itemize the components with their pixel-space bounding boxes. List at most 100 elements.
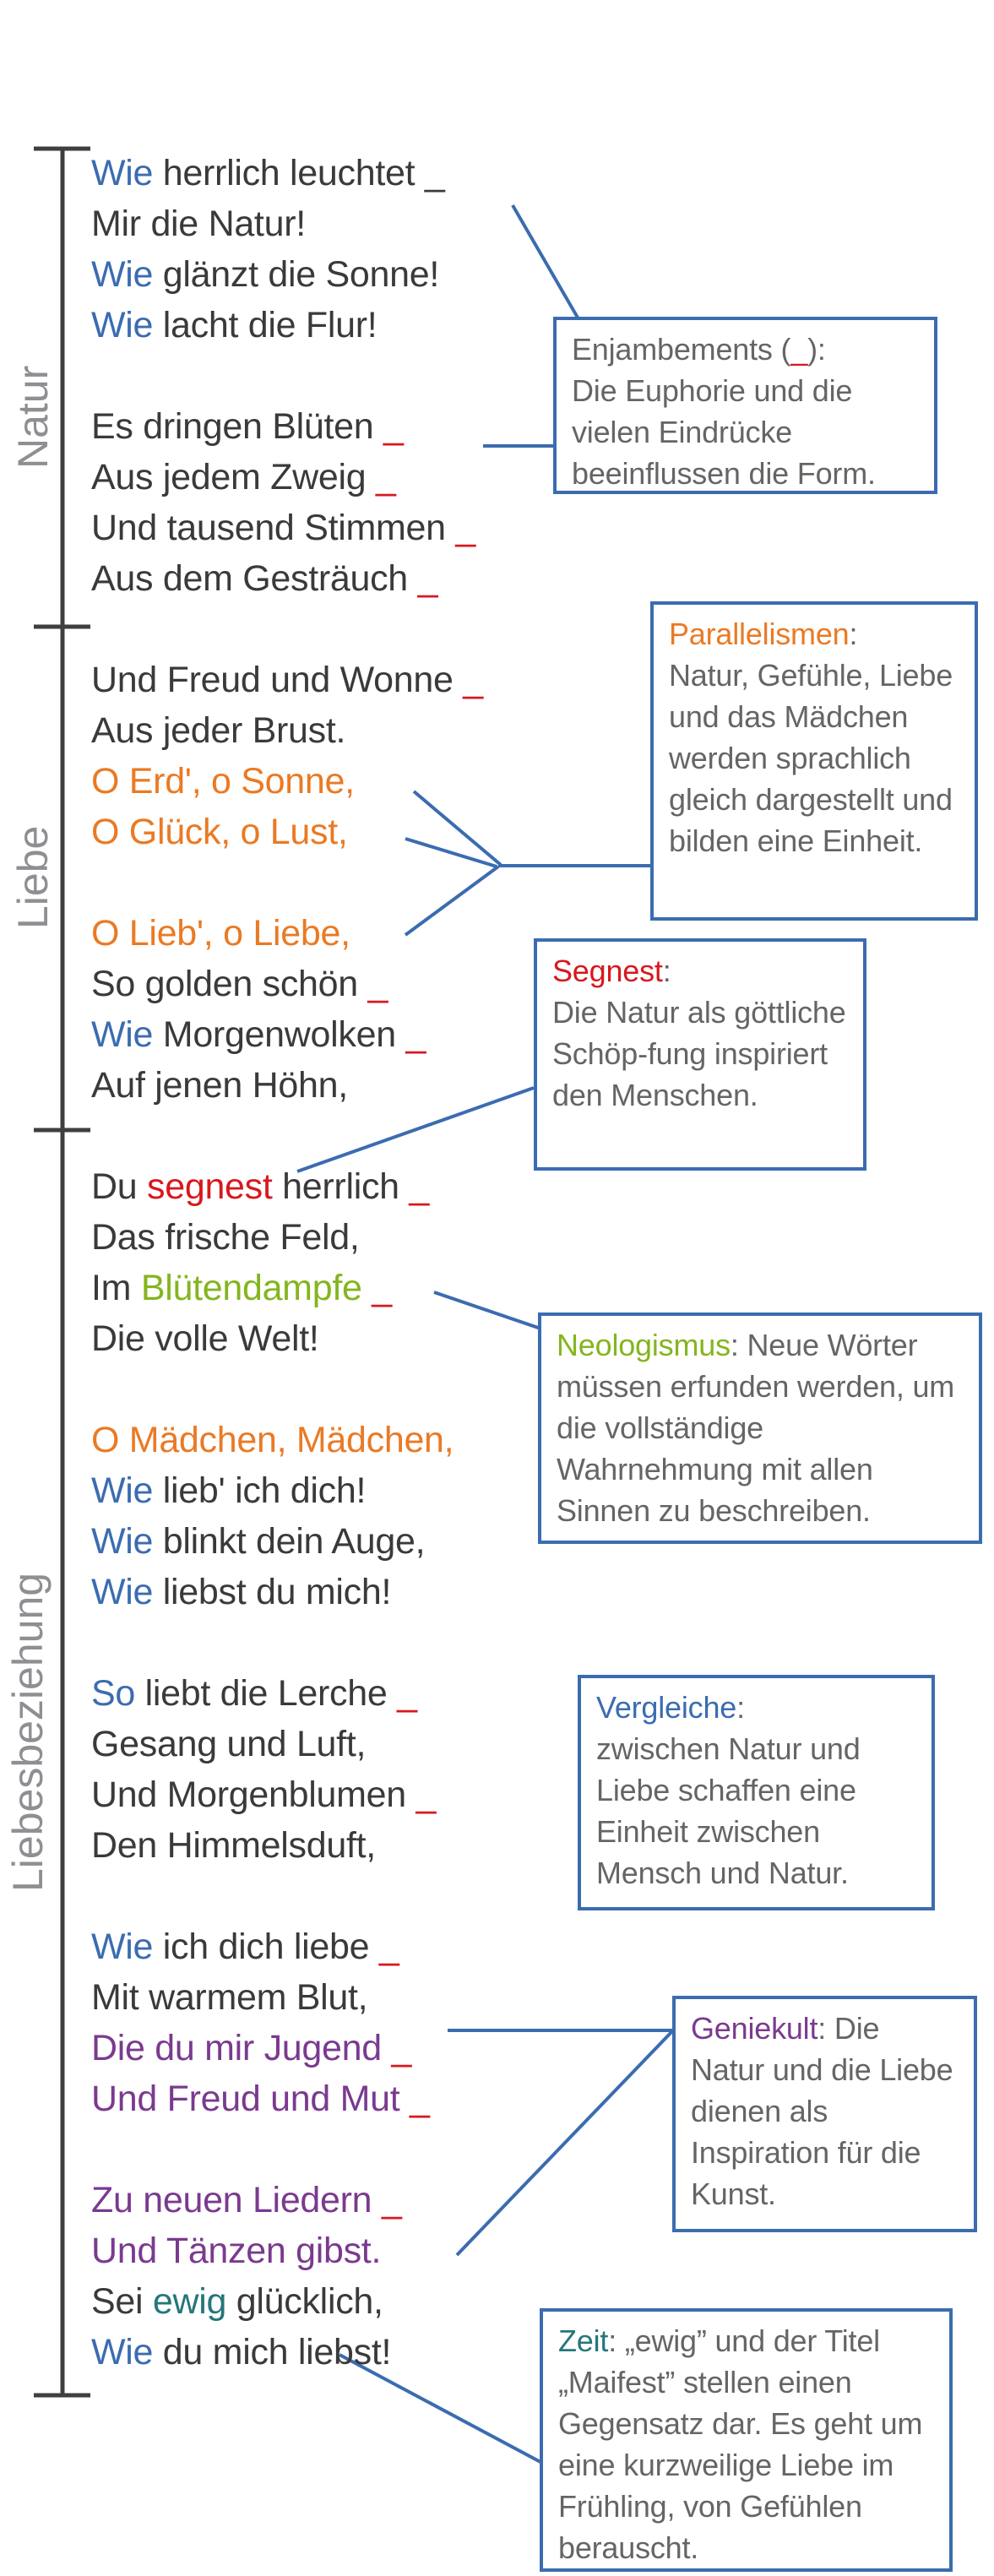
section-label-liebesbeziehung: Liebesbeziehung	[4, 1572, 52, 1892]
verse-line: Aus dem Gesträuch _	[91, 553, 437, 604]
verse-line: Wie du mich liebst!	[91, 2327, 391, 2378]
enjambement-mark: _	[367, 964, 388, 1004]
verse-segment: Blütendampfe	[140, 1268, 362, 1308]
verse-line: Das frische Feld,	[91, 1212, 360, 1263]
verse-line: Den Himmelsduft,	[91, 1820, 376, 1871]
enjambement-mark: _	[463, 660, 483, 700]
note-title: Zeit	[558, 2323, 609, 2358]
enjambement-mark: _	[405, 1014, 426, 1055]
verse-line: O Glück, o Lust,	[91, 807, 348, 857]
enjambement-mark: _	[424, 153, 445, 193]
note-body: „ewig” und der Titel „Maifest” stellen e…	[558, 2323, 923, 2565]
verse-segment: liebst du mich!	[153, 1572, 392, 1612]
verse-segment: Im	[91, 1268, 141, 1308]
verse-segment: Wie	[91, 1014, 154, 1055]
enjambement-mark: _	[790, 332, 808, 367]
enjambement-mark: _	[372, 1268, 392, 1308]
verse-segment: Das frische Feld,	[91, 1217, 360, 1258]
verse-segment: Aus jedem Zweig	[91, 457, 376, 497]
verse-line: O Lieb', o Liebe,	[91, 908, 350, 959]
verse-segment: Und tausend Stimmen	[91, 508, 456, 548]
enjambement-mark: _	[417, 558, 438, 599]
verse-line: O Erd', o Sonne,	[91, 756, 355, 807]
verse-segment: O Mädchen, Mädchen,	[91, 1420, 454, 1460]
verse-segment: Sei	[91, 2281, 153, 2322]
verse-segment: Wie	[91, 1470, 154, 1511]
verse-segment: lacht die Flur!	[153, 305, 378, 345]
verse-line: Wie glänzt die Sonne!	[91, 249, 439, 300]
verse-line: Und Morgenblumen _	[91, 1769, 436, 1820]
verse-segment: glänzt die Sonne!	[153, 254, 440, 295]
verse-segment: du mich liebst!	[153, 2332, 392, 2372]
note-body: Neue Wörter müssen erfunden werden, um d…	[557, 1328, 955, 1528]
verse-segment: herrlich	[272, 1166, 410, 1207]
verse-line: Mit warmem Blut,	[91, 1972, 368, 2023]
verse-segment: Auf jenen Höhn,	[91, 1065, 348, 1106]
note-zeit: Zeit: „ewig” und der Titel „Maifest” ste…	[540, 2308, 953, 2572]
note-neologismus: Neologismus: Neue Wörter müssen erfunden…	[538, 1312, 982, 1544]
verse-line: Zu neuen Liedern _	[91, 2175, 402, 2225]
note-title: Enjambements (	[572, 332, 791, 367]
verse-segment: Wie	[91, 1521, 154, 1562]
enjambement-mark: _	[381, 2180, 402, 2220]
enjambement-mark: _	[378, 1927, 399, 1967]
verse-segment: glücklich,	[226, 2281, 383, 2322]
verse-segment: Es dringen Blüten	[91, 406, 383, 447]
verse-line: Wie liebst du mich!	[91, 1567, 391, 1617]
verse-segment: Zu neuen Liedern	[91, 2180, 382, 2220]
verse-segment: liebt die Lerche	[135, 1673, 398, 1714]
enjambement-mark: _	[383, 406, 404, 447]
section-bracket	[34, 146, 90, 2398]
note-title: Neologismus	[557, 1328, 731, 1362]
enjambement-mark: _	[410, 2079, 430, 2119]
verse-line: Mir die Natur!	[91, 198, 306, 249]
verse-segment: Wie	[91, 2332, 154, 2372]
verse-segment: Wie	[91, 1572, 154, 1612]
verse-segment: Aus jeder Brust.	[91, 710, 346, 751]
verse-line: Im Blütendampfe _	[91, 1263, 392, 1313]
verse-line: Aus jedem Zweig _	[91, 452, 396, 503]
verse-line: Wie lieb' ich dich!	[91, 1465, 366, 1516]
verse-line: Auf jenen Höhn,	[91, 1060, 348, 1111]
verse-line: Wie herrlich leuchtet _	[91, 148, 445, 198]
verse-segment: Und Freud und Wonne	[91, 660, 464, 700]
note-body: Die Euphorie und die vielen Eindrücke be…	[572, 373, 876, 491]
note-body: Die Natur als göttliche Schöp-fung inspi…	[552, 995, 846, 1112]
verse-segment: Wie	[91, 305, 154, 345]
verse-segment: segnest	[147, 1166, 273, 1207]
note-title: Vergleiche	[596, 1690, 737, 1725]
verse-segment: Den Himmelsduft,	[91, 1825, 376, 1866]
note-body: Natur, Gefühle, Liebe und das Mädchen we…	[669, 658, 953, 858]
enjambement-mark: _	[391, 2028, 412, 2068]
enjambement-mark: _	[375, 457, 396, 497]
section-label-liebe: Liebe	[9, 825, 57, 929]
verse-segment: Mir die Natur!	[91, 204, 306, 244]
note-title: Geniekult	[691, 2011, 818, 2046]
note-title: Segnest	[552, 954, 663, 988]
verse-line: Und Tänzen gibst.	[91, 2225, 381, 2276]
enjambement-mark: _	[455, 508, 476, 548]
verse-line: Du segnest herrlich _	[91, 1161, 429, 1212]
note-body: Die Natur und die Liebe dienen als Inspi…	[691, 2011, 953, 2211]
verse-segment: Und Tänzen gibst.	[91, 2231, 382, 2271]
verse-segment: Du	[91, 1166, 148, 1207]
verse-segment: Morgenwolken	[153, 1014, 406, 1055]
verse-segment: Und Freud und Mut	[91, 2079, 410, 2119]
verse-line: Sei ewig glücklich,	[91, 2276, 383, 2327]
verse-segment: blinkt dein Auge,	[153, 1521, 426, 1562]
section-label-natur: Natur	[9, 365, 57, 469]
verse-segment: O Erd', o Sonne,	[91, 761, 355, 802]
verse-segment: O Glück, o Lust,	[91, 812, 348, 852]
verse-segment: Mit warmem Blut,	[91, 1977, 368, 2018]
verse-segment: Wie	[91, 254, 154, 295]
note-parallelismen: Parallelismen: Natur, Gefühle, Liebe und…	[650, 601, 978, 921]
verse-segment: So golden schön	[91, 964, 368, 1004]
verse-line: Wie ich dich liebe _	[91, 1921, 399, 1972]
verse-line: Es dringen Blüten _	[91, 401, 404, 452]
verse-segment: Aus dem Gesträuch	[91, 558, 418, 599]
verse-segment: Und Morgenblumen	[91, 1774, 416, 1815]
note-segnest: Segnest: Die Natur als göttliche Schöp-f…	[534, 938, 866, 1171]
enjambement-mark: _	[397, 1673, 417, 1714]
